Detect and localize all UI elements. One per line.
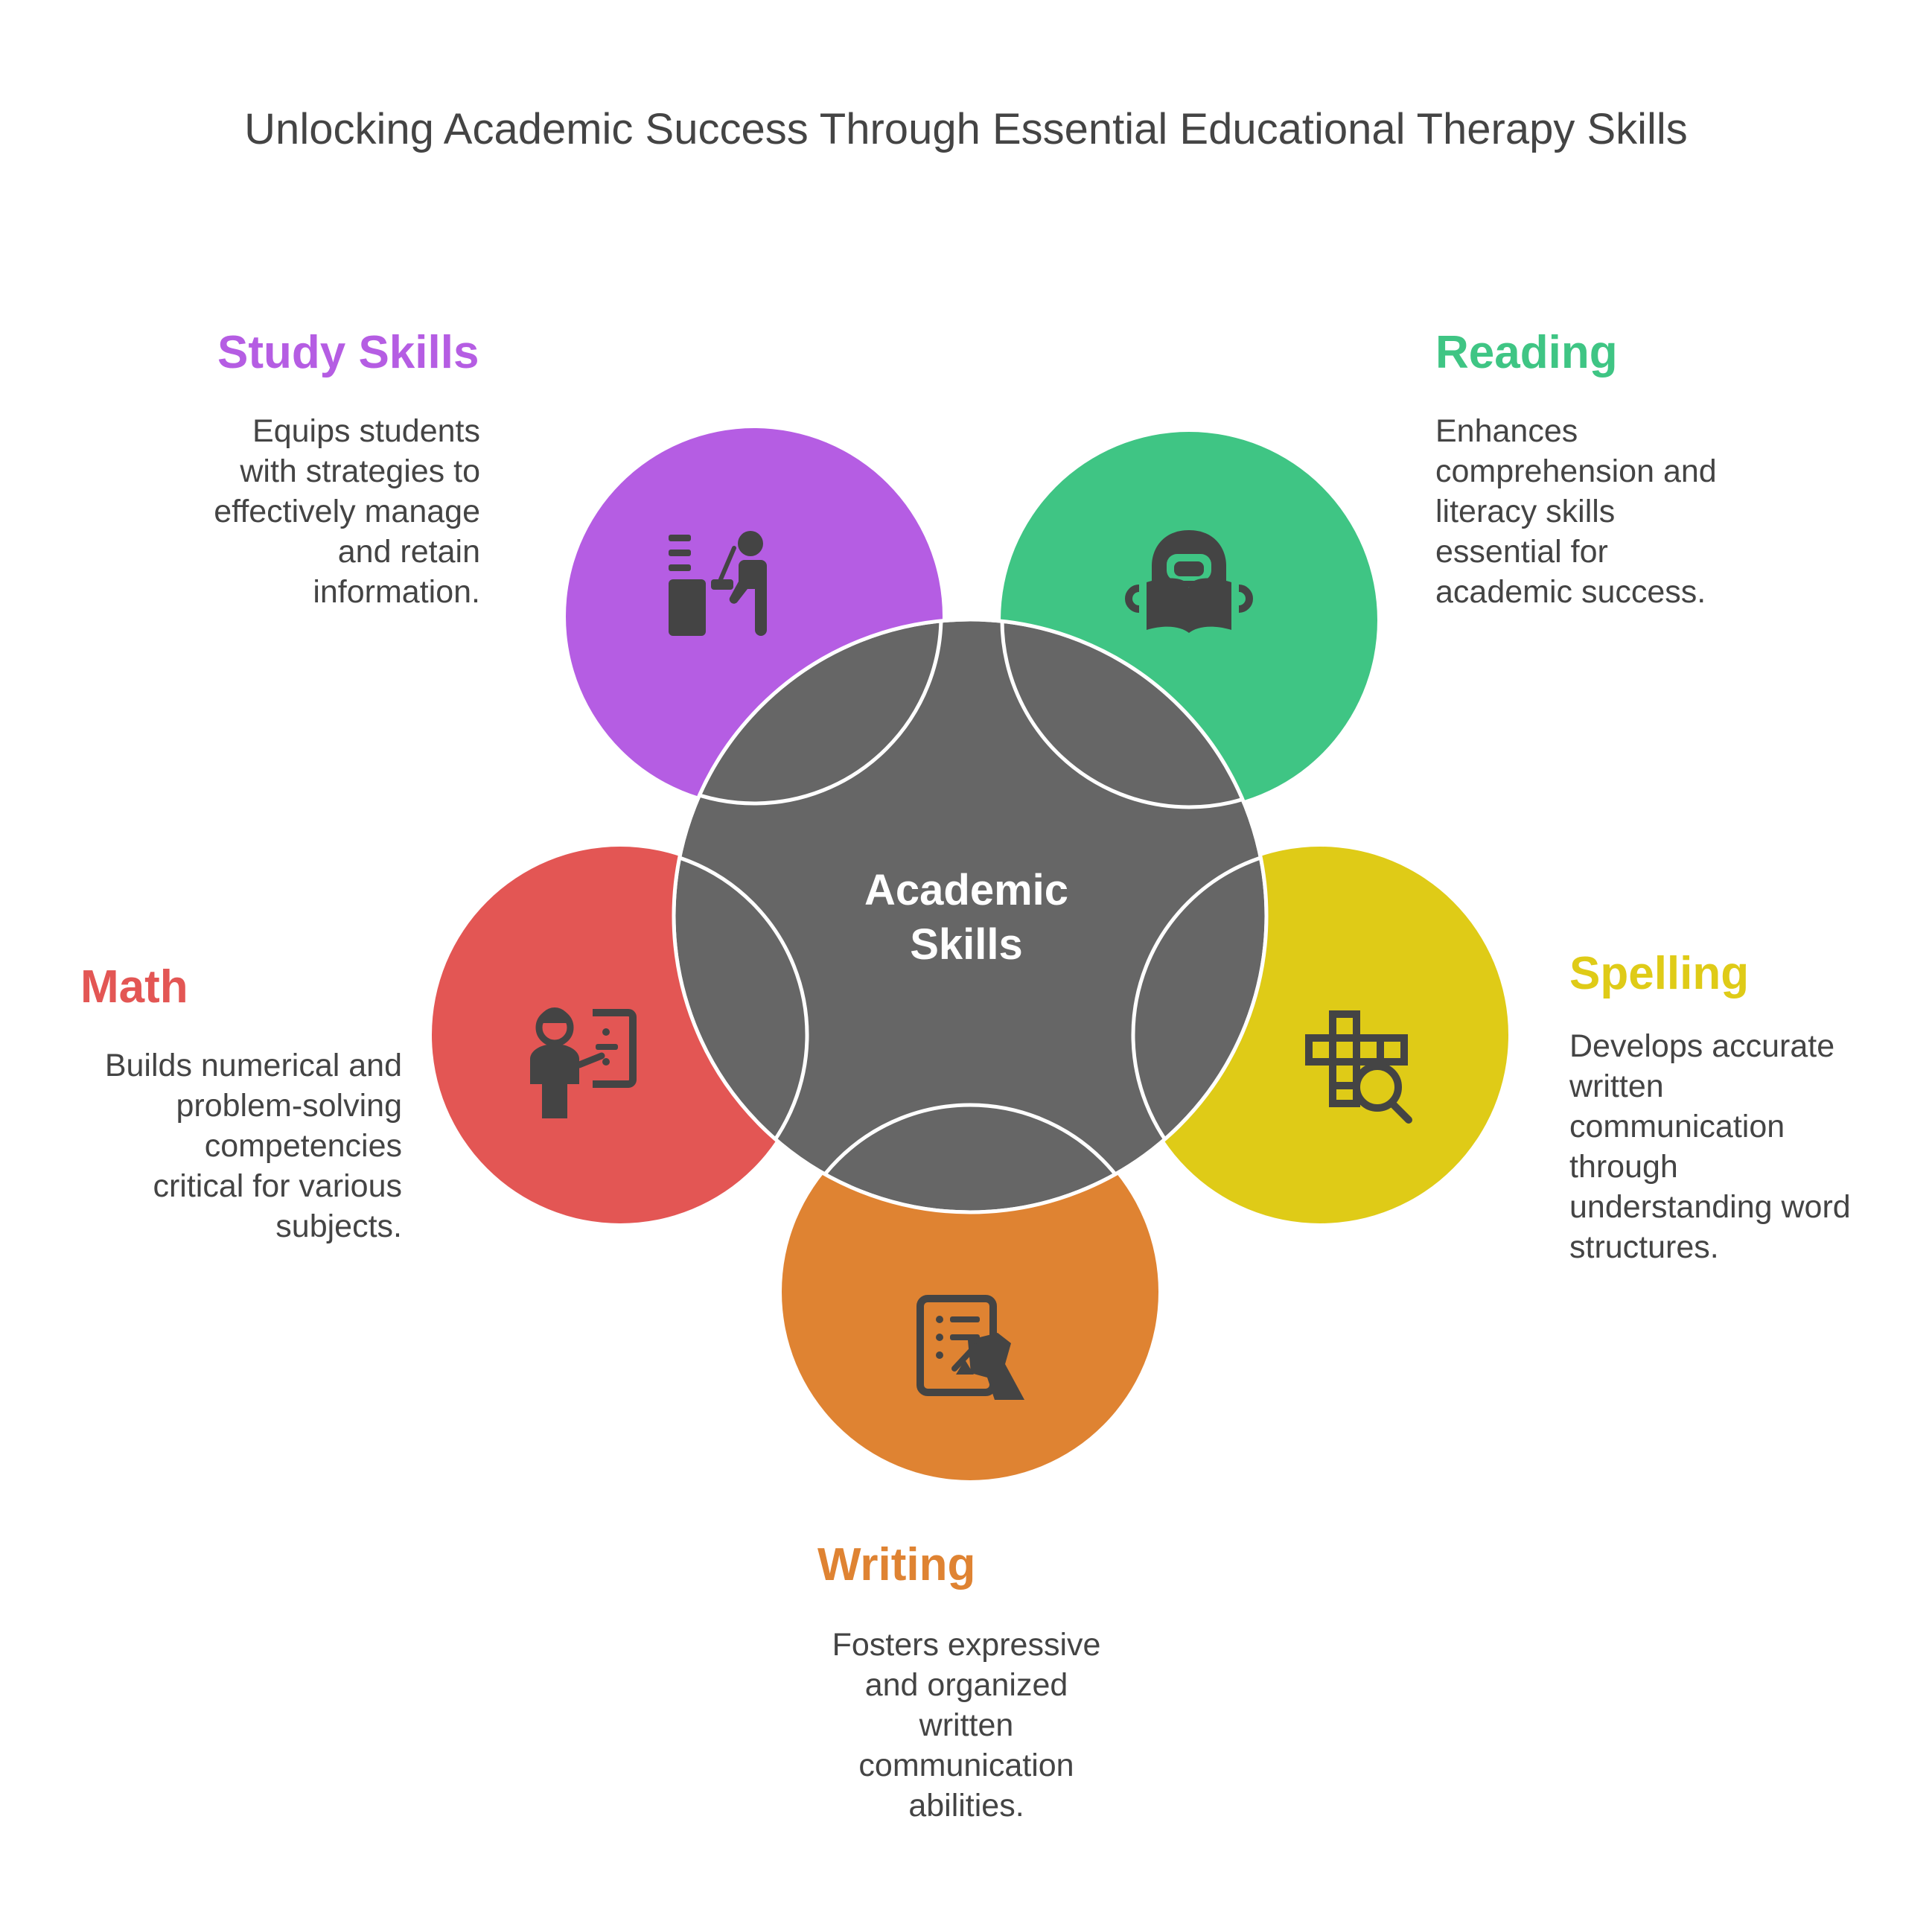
teacher-division-icon: [530, 1007, 637, 1118]
math-heading: Math: [80, 961, 188, 1013]
center-label-line-2: Skills: [910, 920, 1023, 969]
center-label-line-1: Academic: [864, 866, 1068, 914]
math-description: Builds numerical and problem-solving com…: [104, 1048, 402, 1244]
student-desk-icon: [669, 531, 767, 636]
spelling-description: Develops accurate written communication …: [1569, 1028, 1851, 1265]
reading-heading: Reading: [1435, 327, 1618, 378]
crossword-search-icon: [1305, 1010, 1412, 1124]
spelling-heading: Spelling: [1569, 948, 1750, 999]
writing-document-icon: [916, 1295, 1024, 1400]
reading-description: Enhances comprehension and literacy skil…: [1435, 413, 1717, 610]
study-skills-heading: Study Skills: [217, 327, 479, 378]
page-title: Unlocking Academic Success Through Essen…: [244, 105, 1688, 153]
writing-description: Fosters expressive and organized written…: [832, 1627, 1101, 1824]
study-skills-description: Equips students with strategies to effec…: [214, 413, 480, 610]
person-reading-book-icon: [1125, 530, 1253, 633]
writing-heading: Writing: [817, 1539, 976, 1590]
